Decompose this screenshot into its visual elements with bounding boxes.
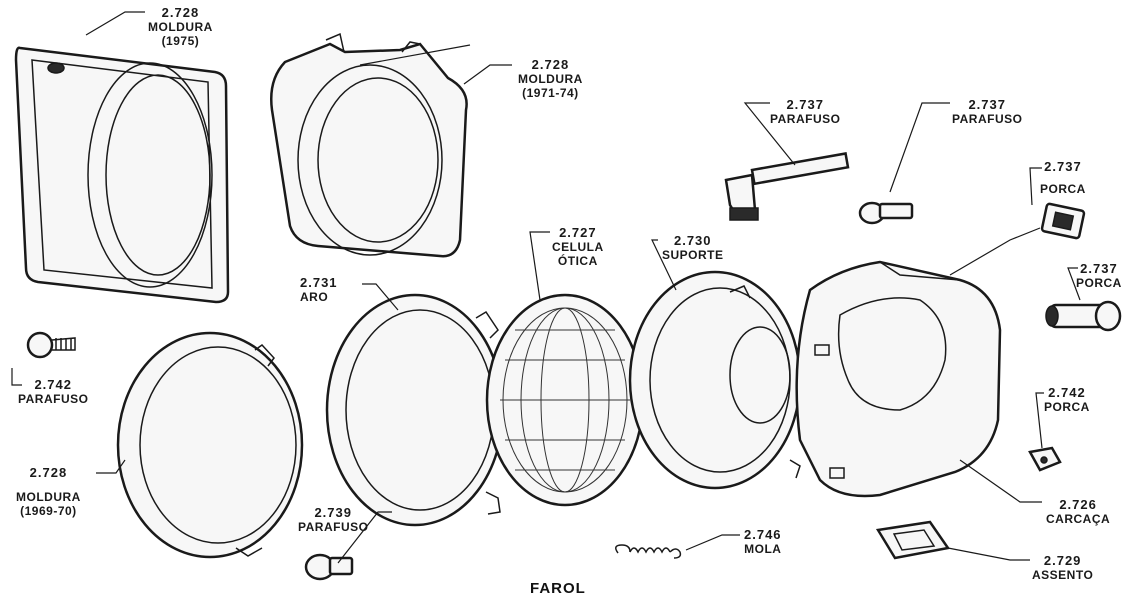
label-name: PARAFUSO bbox=[298, 520, 369, 534]
label-carcaca: 2.726 CARCAÇA bbox=[1046, 497, 1111, 527]
label-code: 2.731 bbox=[300, 275, 338, 290]
label-name: CARCAÇA bbox=[1046, 512, 1111, 526]
moldura-1975-part bbox=[14, 46, 230, 304]
label-note: ÓTICA bbox=[557, 254, 598, 268]
label-name: PORCA bbox=[1044, 400, 1090, 414]
label-parafuso-737a: 2.737 PARAFUSO bbox=[770, 97, 841, 127]
label-code: 2.728 bbox=[161, 5, 200, 20]
porca-737b-part bbox=[1045, 300, 1122, 332]
label-name: CELULA bbox=[552, 240, 604, 254]
label-code: 2.746 bbox=[744, 527, 782, 542]
label-celula: 2.727 CELULA ÓTICA bbox=[552, 225, 604, 269]
label-porca-737b: 2.737 PORCA bbox=[1076, 261, 1122, 291]
label-code: 2.726 bbox=[1059, 497, 1097, 512]
suporte-part bbox=[628, 270, 802, 490]
mola-part bbox=[615, 544, 682, 559]
label-code: 2.739 bbox=[314, 505, 352, 520]
parafuso-742-part bbox=[26, 331, 76, 359]
label-code: 2.730 bbox=[673, 233, 712, 248]
label-porca-742: 2.742 PORCA bbox=[1044, 385, 1090, 415]
label-code: 2.737 bbox=[1044, 159, 1082, 174]
label-name: MOLDURA bbox=[148, 20, 213, 34]
parafuso-737b-part bbox=[858, 201, 914, 225]
label-name: SUPORTE bbox=[662, 248, 724, 262]
parafuso-737a-part bbox=[724, 152, 850, 221]
label-name: PARAFUSO bbox=[18, 392, 89, 406]
diagram-title: FAROL bbox=[530, 580, 586, 597]
moldura-1969-part bbox=[116, 331, 304, 559]
label-code: 2.737 bbox=[1080, 261, 1118, 276]
leader-lines bbox=[11, 11, 1081, 564]
label-name: PORCA bbox=[1040, 182, 1086, 196]
label-code: 2.728 bbox=[29, 465, 68, 480]
celula-otica-part bbox=[485, 293, 691, 507]
label-name: ARO bbox=[300, 290, 329, 304]
label-moldura-1975: 2.728 MOLDURA (1975) bbox=[148, 5, 213, 49]
moldura-1971-part bbox=[270, 32, 468, 258]
label-parafuso-737b: 2.737 PARAFUSO bbox=[952, 97, 1023, 127]
porca-737a-part bbox=[1040, 202, 1086, 240]
label-name: PORCA bbox=[1076, 276, 1122, 290]
label-name: MOLDURA bbox=[518, 72, 583, 86]
aro-part bbox=[325, 293, 505, 527]
label-code: 2.727 bbox=[559, 225, 597, 240]
label-code: 2.729 bbox=[1043, 553, 1082, 568]
label-aro: 2.731 ARO bbox=[300, 275, 338, 305]
label-porca-737a: 2.737 PORCA bbox=[1040, 159, 1086, 197]
label-assento: 2.729 ASSENTO bbox=[1032, 553, 1094, 583]
label-note: (1975) bbox=[161, 34, 200, 48]
label-code: 2.728 bbox=[531, 57, 570, 72]
label-note: (1971-74) bbox=[522, 86, 579, 100]
label-name: MOLDURA bbox=[16, 490, 81, 504]
label-name: PARAFUSO bbox=[952, 112, 1023, 126]
parafuso-739-part bbox=[304, 553, 354, 581]
label-note: (1969-70) bbox=[20, 504, 77, 518]
label-mola: 2.746 MOLA bbox=[744, 527, 782, 557]
porca-742-part bbox=[1028, 446, 1062, 472]
label-code: 2.742 bbox=[34, 377, 72, 392]
label-name: PARAFUSO bbox=[770, 112, 841, 126]
label-moldura-1971: 2.728 MOLDURA (1971-74) bbox=[518, 57, 583, 101]
assento-part bbox=[875, 520, 951, 560]
label-suporte: 2.730 SUPORTE bbox=[662, 233, 724, 263]
label-name: MOLA bbox=[744, 542, 782, 556]
label-parafuso-739: 2.739 PARAFUSO bbox=[298, 505, 369, 535]
label-code: 2.737 bbox=[968, 97, 1006, 112]
label-code: 2.737 bbox=[786, 97, 824, 112]
label-parafuso-742: 2.742 PARAFUSO bbox=[18, 377, 89, 407]
label-name: ASSENTO bbox=[1032, 568, 1094, 582]
carcaca-part bbox=[795, 260, 1002, 498]
label-code: 2.742 bbox=[1048, 385, 1086, 400]
label-moldura-1969: 2.728 MOLDURA (1969-70) bbox=[16, 465, 81, 519]
